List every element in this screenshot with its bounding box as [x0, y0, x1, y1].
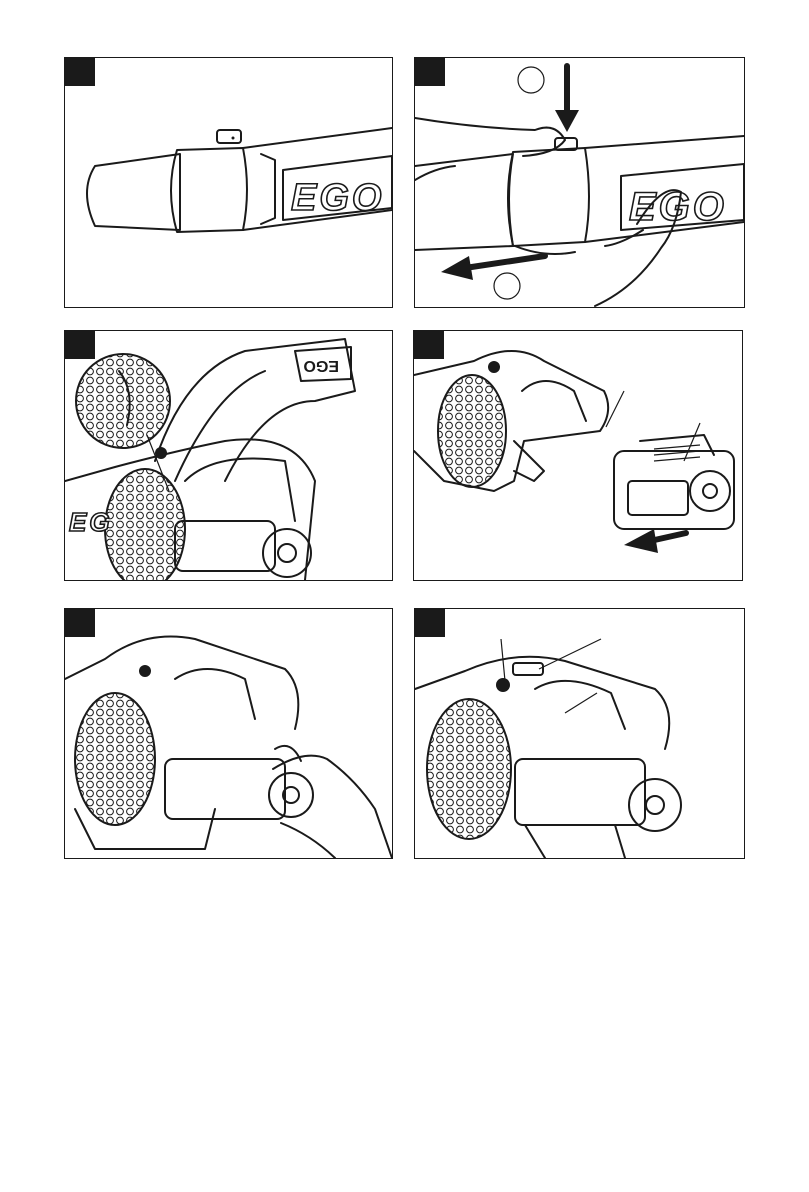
- intake-grille: [427, 699, 511, 839]
- intake-grille: [438, 375, 506, 487]
- battery-lock-illustration: [65, 609, 392, 858]
- battery-pack: [165, 759, 285, 819]
- nozzle-removal-illustration: EGO: [415, 58, 744, 307]
- figure-panel-1: EGO: [64, 57, 393, 308]
- nozzle-attached-illustration: EGO: [65, 58, 392, 307]
- battery-installed-illustration: [415, 609, 744, 858]
- intake-grille: [105, 469, 185, 580]
- intake-grille: [75, 693, 155, 825]
- figure-panel-5: [64, 608, 393, 859]
- figure-panel-3: EGO EG: [64, 330, 393, 581]
- battery-pack: [515, 759, 645, 825]
- detail-inset: [76, 354, 170, 448]
- battery-insert-illustration: [414, 331, 742, 580]
- pull-left-arrow: [441, 256, 473, 280]
- ego-logo-text: EG: [69, 507, 113, 537]
- strap-attach-illustration: EGO EG: [65, 331, 392, 580]
- release-button: [513, 663, 543, 675]
- push-down-arrow: [555, 110, 579, 132]
- insert-arrow: [624, 529, 658, 553]
- ego-logo-text: EGO: [291, 177, 384, 219]
- figure-panel-2: EGO: [414, 57, 745, 308]
- figure-panel-4: [413, 330, 743, 581]
- callout-circle-1: [518, 67, 544, 93]
- strap-logo-text: EGO: [303, 357, 339, 374]
- callout-circle-2: [494, 273, 520, 299]
- figure-panel-6: [414, 608, 745, 859]
